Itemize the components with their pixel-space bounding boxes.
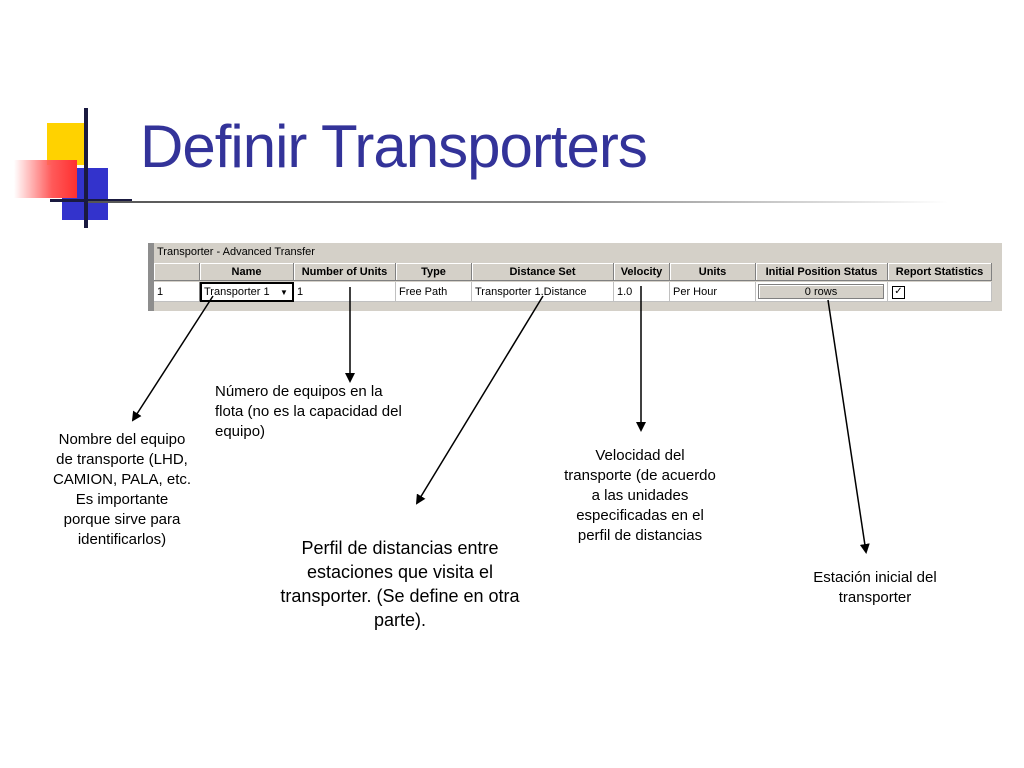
column-header-initial-position-status[interactable]: Initial Position Status [756, 263, 888, 281]
sheet-left-border [148, 243, 154, 311]
column-header-units[interactable]: Units [670, 263, 756, 281]
column-header-number-of-units[interactable]: Number of Units [294, 263, 396, 281]
column-header-report-statistics[interactable]: Report Statistics [888, 263, 992, 281]
logo-yellow-square [47, 123, 85, 165]
slide-title: Definir Transporters [140, 113, 648, 180]
column-header-velocity[interactable]: Velocity [614, 263, 670, 281]
logo-red-square [14, 160, 77, 198]
header-row-index [154, 263, 200, 281]
column-header-distance-set[interactable]: Distance Set [472, 263, 614, 281]
annotation-velocity: Velocidad del transporte (de acuerdo a l… [564, 447, 716, 544]
cell-type[interactable]: Free Path [396, 282, 472, 302]
cell-number-of-units[interactable]: 1 [294, 282, 396, 302]
logo-vertical-bar [84, 108, 88, 228]
title-underline-rule [88, 201, 948, 203]
annotation-number-of-units: Número de equipos en la flota (no es la … [215, 383, 402, 440]
cell-report-statistics: ✓ [888, 282, 992, 302]
logo-horizontal-bar [50, 199, 132, 202]
dropdown-arrow-icon[interactable]: ▼ [280, 288, 288, 297]
initial-position-rows-button[interactable]: 0 rows [758, 284, 884, 299]
annotation-distance-set: Perfil de distancias entre estaciones qu… [280, 538, 520, 630]
cell-name[interactable]: Transporter 1 ▼ [200, 282, 294, 302]
column-header-type[interactable]: Type [396, 263, 472, 281]
cell-distance-set[interactable]: Transporter 1.Distance [472, 282, 614, 302]
arrow-name [131, 295, 214, 422]
cell-velocity[interactable]: 1.0 [614, 282, 670, 302]
cell-initial-position-status: 0 rows [756, 282, 888, 302]
arrow-distance-set [415, 295, 544, 505]
sheet-window-title: Transporter - Advanced Transfer [157, 246, 315, 258]
arrow-initial-position [827, 299, 870, 554]
report-statistics-checkbox[interactable]: ✓ [892, 286, 905, 299]
cell-units[interactable]: Per Hour [670, 282, 756, 302]
cell-name-value: Transporter 1 [204, 286, 270, 298]
row-index[interactable]: 1 [154, 282, 200, 302]
transporter-spreadsheet: Transporter - Advanced Transfer Name Num… [148, 243, 1002, 311]
annotation-name: Nombre del equipo de transporte (LHD, CA… [52, 431, 192, 548]
annotation-initial-position: Estación inicial del transporter [813, 569, 937, 606]
sheet-grid: Name Number of Units Type Distance Set V… [154, 263, 1002, 305]
column-header-name[interactable]: Name [200, 263, 294, 281]
